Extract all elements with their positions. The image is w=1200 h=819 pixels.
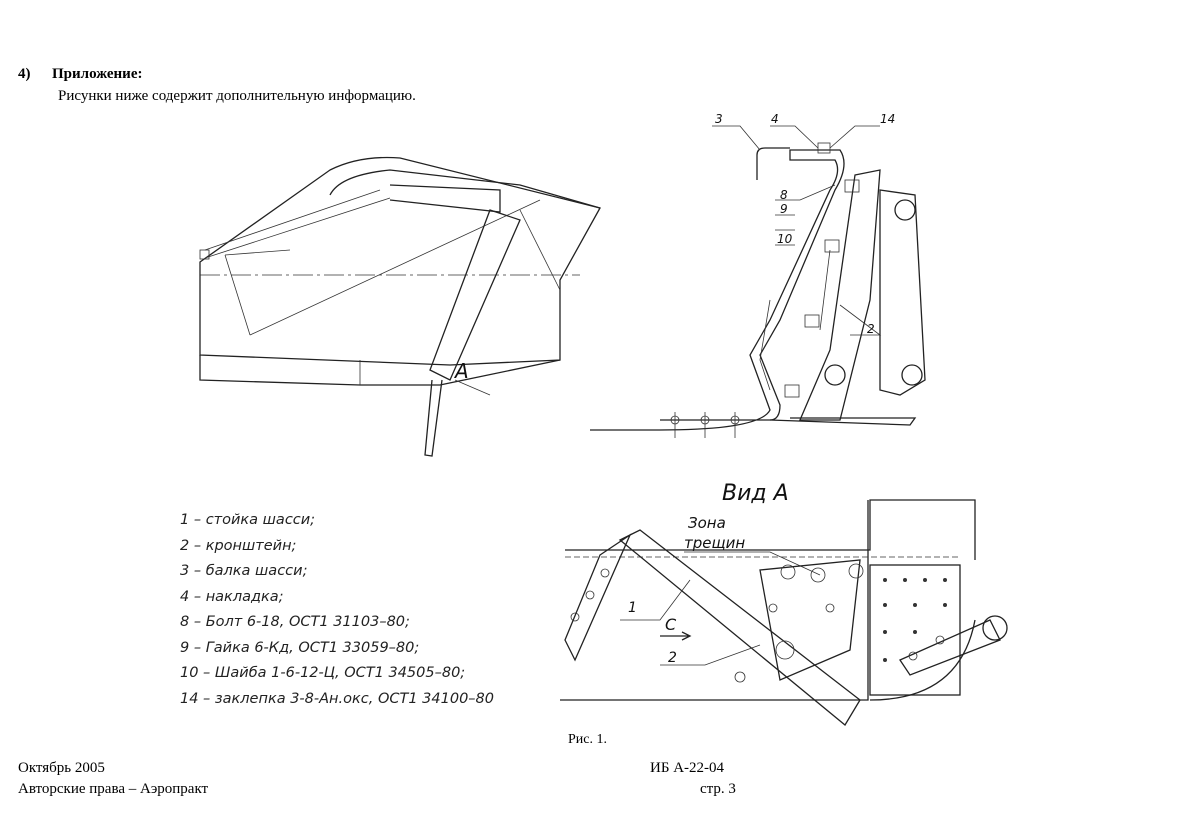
view-a-label-1: 1: [628, 600, 637, 616]
section-title: Приложение:: [52, 66, 143, 82]
side-view-drawing: A: [199, 156, 601, 457]
figure-caption: Рис. 1.: [568, 732, 607, 747]
section-number: 4): [18, 66, 31, 82]
view-a-label-c: C: [665, 615, 677, 634]
parts-legend: 1 – стойка шасси; 2 – кронштейн; 3 – бал…: [180, 508, 494, 712]
legend-item: 9 – Гайка 6-Кд, ОСТ1 33059–80;: [180, 639, 420, 656]
view-a-label-2: 2: [668, 650, 677, 666]
bracket-label-10: 10: [777, 232, 793, 246]
legend-item: 1 – стойка шасси;: [180, 512, 316, 528]
footer-copyright: Авторские права – Аэропракт: [18, 781, 209, 797]
legend-item: 4 – накладка;: [180, 588, 284, 605]
footer-doc-id: ИБ А-22-04: [650, 760, 725, 776]
bracket-label-3: 3: [715, 112, 723, 126]
section-heading: 4) Приложение:: [18, 66, 142, 83]
view-a-title: Вид А: [722, 481, 789, 506]
legend-item: 14 – заклепка 3-8-Ан.окс, ОСТ1 34100–80: [180, 690, 494, 707]
legend-item: 3 – балка шасси;: [180, 563, 308, 579]
bracket-drawing: 3 4 14 8 9 10 2: [590, 112, 926, 438]
legend-item: 10 – Шайба 1-6-12-Ц, ОСТ1 34505–80;: [180, 665, 466, 681]
label-a: A: [453, 359, 469, 383]
bracket-label-2: 2: [867, 322, 875, 336]
zone-label-line1: Зона: [688, 514, 726, 532]
view-a-drawing: Вид А Зона трещин 1 2 C: [560, 481, 1008, 726]
bracket-label-9: 9: [780, 202, 788, 216]
bracket-label-4: 4: [771, 112, 779, 126]
bracket-label-14: 14: [880, 112, 895, 126]
bracket-label-8: 8: [780, 188, 788, 202]
section-intro: Рисунки ниже содержит дополнительную инф…: [58, 88, 416, 104]
footer-page: стр. 3: [700, 781, 736, 797]
zone-label-line2: трещин: [684, 534, 745, 552]
footer-date: Октябрь 2005: [18, 760, 105, 776]
legend-item: 2 – кронштейн;: [180, 537, 297, 554]
legend-item: 8 – Болт 6-18, ОСТ1 31103–80;: [180, 614, 410, 630]
